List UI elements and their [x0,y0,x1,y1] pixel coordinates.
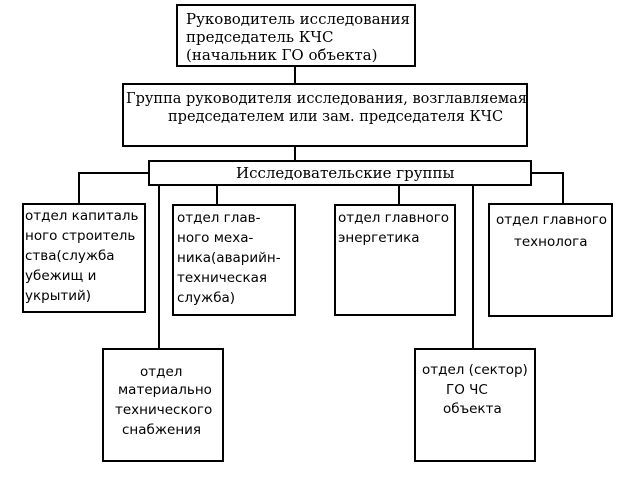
connector-to-civil [472,185,474,350]
capital-construction-dept-box [22,203,146,313]
material-supply-dept-line-4: снабжения [122,422,202,438]
research-head-line-2: председатель КЧС [186,28,334,46]
civil-defense-dept-line-1: отдел (сектор) [422,362,528,378]
chief-mechanic-dept-line-1: отдел глав- [177,210,261,226]
research-groups-label: Исследовательские группы [236,164,455,182]
connector-group-to-research [294,146,296,160]
chief-technologist-dept-box [488,203,613,317]
leader-group-line-1: Группа руководителя исследования, возгла… [126,91,527,107]
connector-right-down [562,172,564,204]
capital-construction-dept-line-3: ства(служба [25,248,115,264]
chief-technologist-dept-line-1: отдел главного [496,212,608,228]
connector-to-energy [398,185,400,205]
connector-to-mechanic [216,185,218,205]
chief-technologist-dept-line-2: технолога [514,234,588,250]
chief-mechanic-dept-line-2: ного меха- [177,230,254,246]
capital-construction-dept-line-1: отдел капиталь [25,208,139,224]
chief-mechanic-dept-box [172,204,296,316]
material-supply-dept-line-2: материально [118,382,212,398]
material-supply-dept-line-3: технического [115,402,213,418]
connector-to-supply [158,185,160,350]
research-head-box [176,4,416,67]
research-head-line-1: Руководитель исследования [186,10,410,28]
research-head-line-3: (начальник ГО объекта) [186,46,378,64]
connector-left-down [78,172,80,204]
civil-defense-dept-line-3: объекта [443,401,502,417]
capital-construction-dept-line-5: укрытий) [25,288,92,304]
civil-defense-dept-box [414,348,536,462]
capital-construction-dept-line-2: ного строитель [25,228,136,244]
connector-right-horizontal [530,172,564,174]
chief-mechanic-dept-line-4: техническая [177,270,268,286]
connector-left-horizontal [78,172,150,174]
leader-group-box [122,83,528,147]
connector-head-to-group [294,66,296,83]
research-groups-box [148,160,532,186]
chief-power-engineer-dept-box [334,204,456,316]
chief-mechanic-dept-line-3: ника(аварийн- [177,250,281,266]
leader-group-line-2: председателем или зам. председателя КЧС [168,109,504,125]
capital-construction-dept-line-4: убежищ и [25,268,97,284]
chief-power-engineer-dept-line-2: энергетика [338,230,420,246]
chief-power-engineer-dept-line-1: отдел главного [338,210,450,226]
civil-defense-dept-line-2: ГО ЧС [446,382,488,398]
chief-mechanic-dept-line-5: служба) [177,290,236,306]
material-supply-dept-box [102,348,224,462]
material-supply-dept-line-1: отдел [140,364,183,380]
